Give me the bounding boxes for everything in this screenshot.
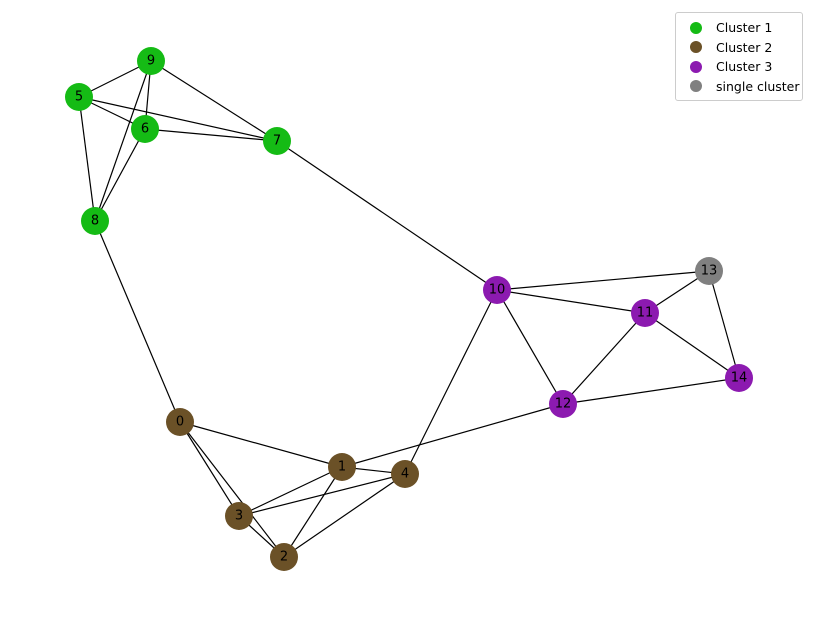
edge-0-8 — [94, 220, 181, 423]
edge-12-14 — [562, 377, 740, 405]
legend-label-cluster-1: Cluster 1 — [716, 20, 773, 36]
node-5[interactable]: 5 — [65, 83, 93, 111]
node-circle-12[interactable] — [549, 390, 577, 418]
node-label-3: 3 — [235, 509, 243, 524]
node-circle-3[interactable] — [225, 502, 253, 530]
node-label-9: 9 — [147, 54, 155, 69]
node-label-2: 2 — [280, 550, 288, 565]
legend-item-cluster-2: Cluster 2 — [682, 38, 796, 58]
node-3[interactable]: 3 — [225, 502, 253, 530]
legend-marker-cluster-1 — [690, 21, 702, 34]
node-label-11: 11 — [637, 306, 654, 321]
legend-item-cluster-1: Cluster 1 — [682, 18, 796, 38]
edge-3-4 — [238, 473, 406, 517]
node-label-8: 8 — [91, 214, 99, 229]
node-0[interactable]: 0 — [166, 408, 194, 436]
legend-marker-cluster-2 — [690, 41, 702, 54]
edge-1-2 — [283, 466, 343, 558]
node-circle-4[interactable] — [391, 460, 419, 488]
edge-0-2 — [179, 421, 285, 558]
edge-2-4 — [283, 473, 406, 558]
edge-10-13 — [496, 270, 710, 291]
node-label-10: 10 — [489, 283, 506, 298]
edge-1-3 — [238, 466, 343, 517]
node-circle-1[interactable] — [328, 453, 356, 481]
node-label-5: 5 — [75, 90, 83, 105]
node-label-12: 12 — [555, 397, 572, 412]
node-label-0: 0 — [176, 415, 184, 430]
edge-6-7 — [144, 128, 278, 142]
edge-0-3 — [179, 421, 240, 517]
node-circle-2[interactable] — [270, 543, 298, 571]
node-11[interactable]: 11 — [631, 299, 659, 327]
edge-5-8 — [78, 96, 96, 222]
node-7[interactable]: 7 — [263, 127, 291, 155]
node-14[interactable]: 14 — [725, 364, 753, 392]
edge-5-7 — [78, 96, 278, 142]
edge-11-12 — [562, 312, 646, 405]
node-label-13: 13 — [701, 264, 718, 279]
legend-label-single-cluster: single cluster — [716, 78, 800, 94]
legend-item-single-cluster: single cluster — [682, 77, 800, 97]
legend-marker-single-cluster — [690, 80, 702, 93]
node-8[interactable]: 8 — [81, 207, 109, 235]
edge-6-8 — [94, 128, 146, 222]
edge-9-7 — [150, 60, 278, 142]
edge-0-1 — [179, 421, 343, 468]
node-6[interactable]: 6 — [131, 115, 159, 143]
node-circle-9[interactable] — [137, 47, 165, 75]
legend: Cluster 1 Cluster 2 Cluster 3 single clu… — [675, 12, 803, 101]
edge-11-14 — [644, 312, 740, 379]
node-4[interactable]: 4 — [391, 460, 419, 488]
edge-4-10 — [404, 289, 498, 475]
node-circle-8[interactable] — [81, 207, 109, 235]
edge-9-8 — [94, 60, 152, 222]
node-circle-14[interactable] — [725, 364, 753, 392]
edge-13-14 — [708, 270, 740, 379]
node-label-14: 14 — [731, 371, 748, 386]
node-circle-0[interactable] — [166, 408, 194, 436]
node-10[interactable]: 10 — [483, 276, 511, 304]
node-1[interactable]: 1 — [328, 453, 356, 481]
edge-1-12 — [341, 403, 564, 468]
node-label-6: 6 — [141, 122, 149, 137]
legend-item-cluster-3: Cluster 3 — [682, 57, 796, 77]
legend-marker-cluster-3 — [690, 60, 702, 73]
node-circle-13[interactable] — [695, 257, 723, 285]
node-12[interactable]: 12 — [549, 390, 577, 418]
legend-label-cluster-2: Cluster 2 — [716, 39, 773, 55]
node-circle-5[interactable] — [65, 83, 93, 111]
node-circle-6[interactable] — [131, 115, 159, 143]
node-circle-11[interactable] — [631, 299, 659, 327]
node-label-1: 1 — [338, 460, 346, 475]
edge-10-11 — [496, 289, 646, 314]
node-13[interactable]: 13 — [695, 257, 723, 285]
node-label-7: 7 — [273, 134, 281, 149]
node-circle-10[interactable] — [483, 276, 511, 304]
node-label-4: 4 — [401, 467, 409, 482]
legend-label-cluster-3: Cluster 3 — [716, 59, 773, 75]
node-2[interactable]: 2 — [270, 543, 298, 571]
edge-7-10 — [276, 140, 498, 291]
node-circle-7[interactable] — [263, 127, 291, 155]
node-9[interactable]: 9 — [137, 47, 165, 75]
edge-10-12 — [496, 289, 564, 405]
